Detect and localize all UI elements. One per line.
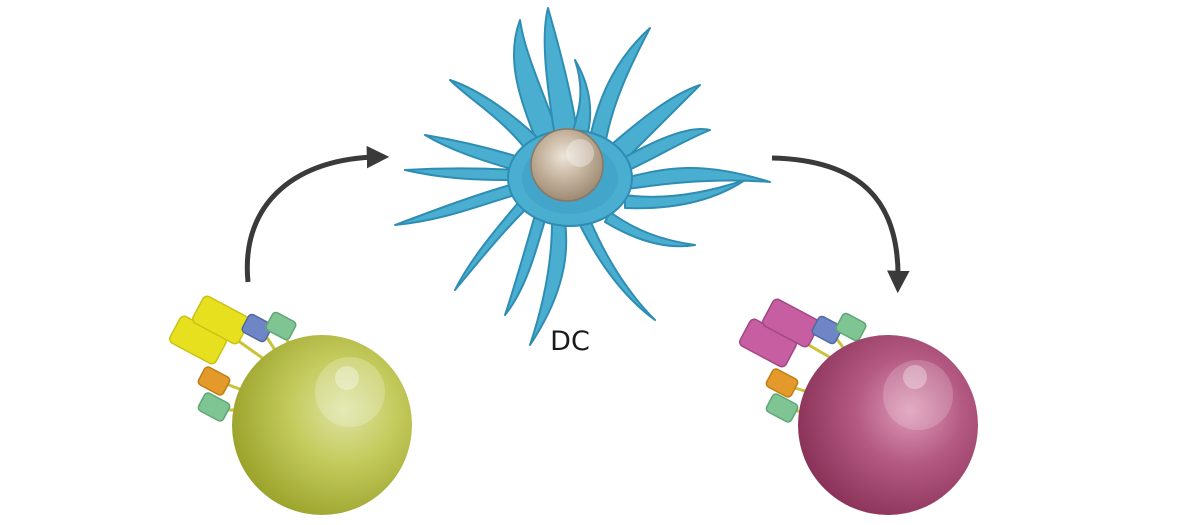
- t-cell-icon-right: [739, 298, 978, 515]
- nucleus: [530, 128, 604, 202]
- arrow-icon-left: [244, 145, 390, 283]
- dendritic-cell-icon: [394, 7, 771, 346]
- arrow-icon-right: [771, 155, 910, 294]
- dendritic-cell-label: DC: [550, 326, 590, 357]
- t-cell-icon-left: [169, 295, 412, 515]
